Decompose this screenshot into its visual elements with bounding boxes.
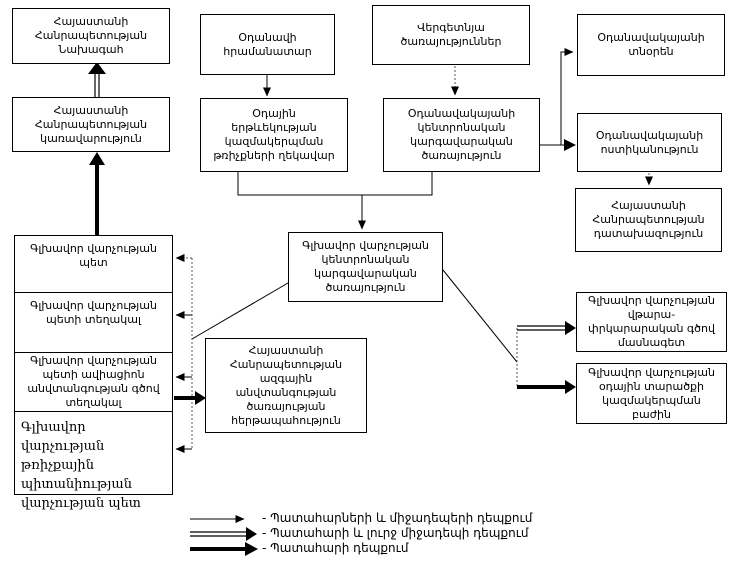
legend-item-accident: - Պատահարի դեպքում — [262, 541, 409, 555]
box-hq-airworthiness: Գլխավոր վարչության թռիչքային պիտանիությա… — [14, 411, 173, 511]
arrow-government-to-president — [94, 73, 100, 97]
box-hq-security-deputy: Գլխավոր վարչության պետի ավիացիոն անվտանգ… — [14, 352, 173, 412]
arrowhead-rescue — [565, 321, 576, 335]
box-president: Հայաստանի Հանրապետության Նախագահ — [12, 8, 170, 64]
legend-thick-arrowhead — [245, 542, 258, 556]
diagonal-hq-dispatch-to-right-column — [442, 269, 518, 363]
legend-item-serious-incident: - Պատահարի և լուրջ միջադեպի դեպքում — [262, 526, 529, 540]
legend-arrows — [190, 515, 258, 556]
box-hq-chief: Գլխավոր վարչության պետ — [14, 235, 173, 293]
arrowhead-government — [89, 152, 105, 165]
arrow-dispatch-to-director — [560, 48, 574, 145]
box-hq-airspace: Գլխավոր վարչության օդային տարածքի կազմակ… — [576, 363, 727, 424]
legend-double-arrowhead — [246, 527, 257, 541]
box-ground-services: Վերգետնյա ծառայություններ — [372, 5, 530, 65]
box-government: Հայաստանի Հանրապետության կառավարություն — [12, 97, 170, 152]
box-hq-deputy: Գլխավոր վարչության պետի տեղակալ — [14, 292, 173, 353]
box-prosecutor: Հայաստանի Հանրապետության դատախազություն — [575, 188, 722, 252]
box-airport-police: Օդանավակայանի ոստիկանություն — [577, 113, 722, 172]
box-hq-rescue: Գլխավոր վարչության վթարա- փրկարարական գծ… — [576, 292, 727, 352]
arrowhead-airspace — [565, 380, 576, 394]
box-airport-dispatch: Օդանավակայանի կենտրոնական կարգավարական ծ… — [383, 98, 540, 172]
arrow-junction-to-rescue — [517, 325, 565, 331]
box-hq-dispatch: Գլխավոր վարչության կենտրոնական կարգավարա… — [288, 232, 443, 302]
box-airport-director: Օդանավակայանի տնօրեն — [577, 14, 725, 76]
box-nss-duty: Հայաստանի Հանրապետության ազգային անվտանգ… — [205, 338, 367, 433]
legend-double-arrow — [190, 531, 246, 537]
legend-item-incidents: - Պատահարների և միջադեպերի դեպքում — [262, 511, 533, 525]
diagonal-hq-dispatch-to-left-column — [191, 282, 289, 340]
arrowhead-police — [564, 139, 576, 151]
box-aircraft-commander: Օդանավի հրամանատար — [200, 14, 335, 75]
box-flight-manager: Օդային երթևեկության կազմակերպման թռիչքնե… — [200, 98, 348, 172]
line-managers-junction — [237, 172, 433, 196]
